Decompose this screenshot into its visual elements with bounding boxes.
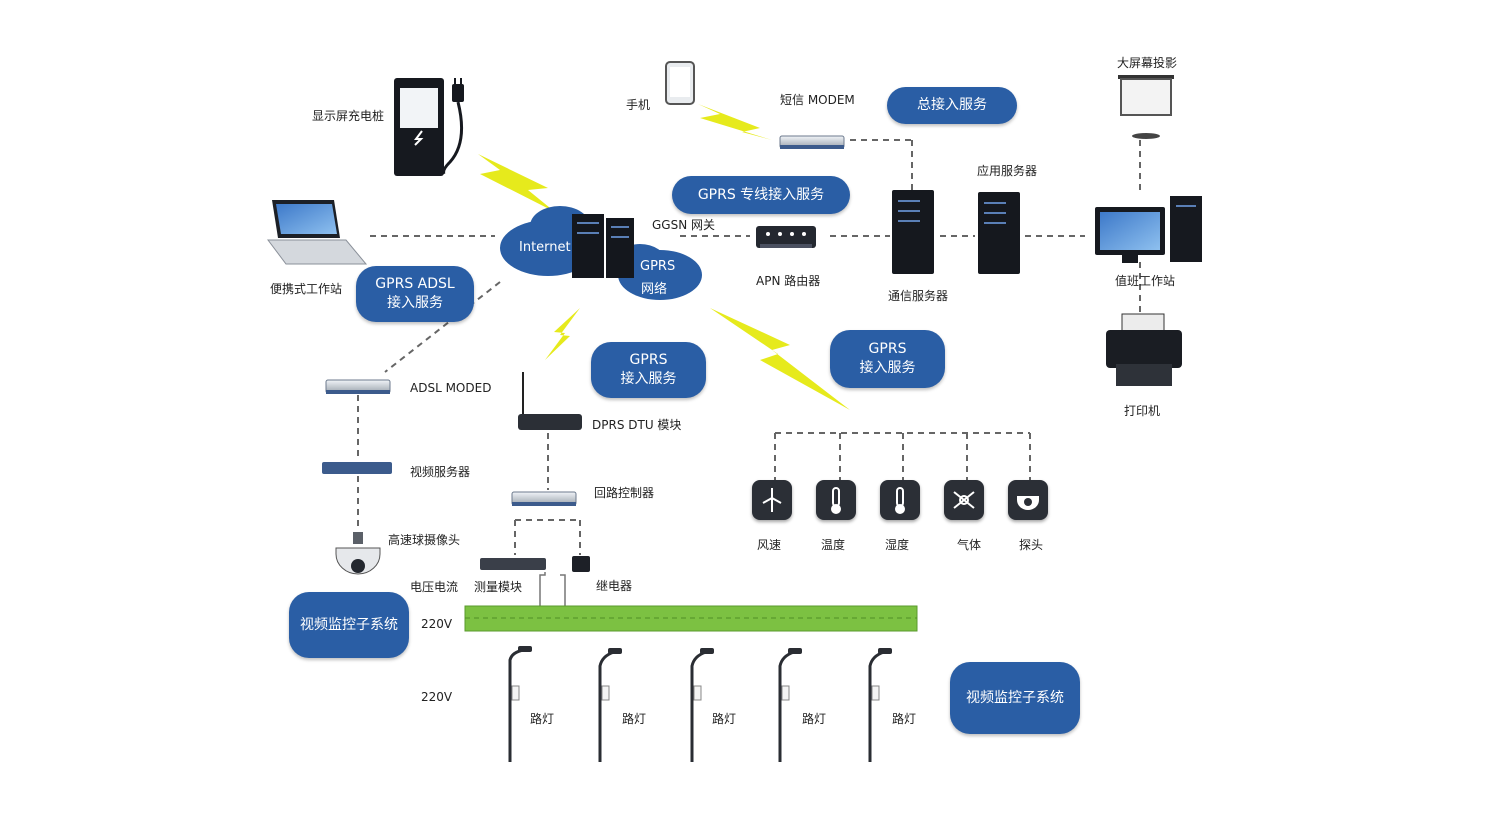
printer-device (1106, 313, 1182, 386)
sensor-label: 温度 (821, 538, 846, 552)
gprs-cloud-label-line2: 网络 (641, 282, 668, 297)
video-server-device (322, 462, 392, 474)
relay-device (572, 556, 590, 572)
apn-router-device (756, 226, 816, 248)
bubble-gprs-dedicated-access: GPRS 专线接入服务 (672, 176, 850, 214)
projector-label: 大屏幕投影 (1117, 56, 1178, 70)
streetlight-label: 路灯 (712, 712, 737, 726)
network-cloud (500, 206, 702, 300)
charging-pile-label: 显示屏充电桩 (312, 109, 385, 123)
duty-workstation-device (1095, 196, 1202, 263)
application-server-device (978, 192, 1020, 274)
ggsn-label: GGSN 网关 (652, 218, 716, 232)
bubble-text: GPRS (868, 341, 907, 357)
bubble-gprs-access-right: GPRS 接入服务 (830, 330, 945, 388)
bubble-text: 接入服务 (620, 371, 677, 387)
bubble-gprs-access-middle: GPRS 接入服务 (591, 342, 706, 398)
comm-server-label: 通信服务器 (888, 289, 949, 303)
gprs-cloud-label-line1: GPRS (640, 259, 676, 274)
app-server-label: 应用服务器 (977, 164, 1038, 178)
phone-label: 手机 (626, 98, 651, 112)
dome-camera-device (335, 532, 381, 575)
relay-label: 继电器 (596, 579, 633, 593)
voltage-220-label-lights: 220V (421, 690, 453, 704)
wind-turbine-icon (752, 480, 792, 520)
bubble-text: 接入服务 (859, 360, 916, 376)
printer-label: 打印机 (1124, 404, 1161, 418)
thermometer-icon (880, 480, 920, 520)
bubble-text: GPRS (629, 352, 668, 368)
bubble-text: 视频监控子系统 (300, 616, 398, 633)
projector-screen-device (1118, 75, 1174, 139)
bubble-text: 总接入服务 (917, 97, 987, 113)
sensor-label: 气体 (957, 538, 982, 552)
bubble-text: GPRS ADSL (375, 276, 455, 292)
bubble-video-monitoring-right: 视频监控子系统 (950, 662, 1080, 734)
sensor-label: 湿度 (885, 538, 910, 552)
sensor-label: 风速 (757, 538, 782, 552)
bubble-gprs-adsl-access: GPRS ADSL 接入服务 (356, 266, 474, 322)
mobile-phone-device (665, 61, 695, 105)
streetlight-label: 路灯 (530, 712, 555, 726)
connection-lines (357, 139, 1141, 555)
bubble-text: GPRS 专线接入服务 (697, 186, 825, 203)
streetlight-label: 路灯 (892, 712, 917, 726)
duty-workstation-label: 值班工作站 (1115, 274, 1176, 288)
streetlight-label: 路灯 (802, 712, 827, 726)
measure-module-label: 测量模块 (474, 580, 523, 594)
video-server-label: 视频服务器 (410, 465, 471, 479)
bubble-text: 接入服务 (387, 295, 443, 311)
bubble-video-monitoring-left: 视频监控子系统 (289, 592, 409, 658)
bubble-total-access-service: 总接入服务 (887, 87, 1017, 124)
communication-server-device (892, 190, 934, 274)
thermometer-icon (816, 480, 856, 520)
loop-controller-label: 回路控制器 (594, 486, 655, 500)
apn-router-label: APN 路由器 (756, 274, 821, 288)
measurement-module-device (480, 558, 546, 570)
streetlights-group (508, 648, 885, 762)
dtu-label: DPRS DTU 模块 (592, 418, 682, 432)
gas-icon (944, 480, 984, 520)
bubble-text: 视频监控子系统 (966, 689, 1064, 706)
sensor-label: 探头 (1019, 538, 1044, 552)
dtu-module-device (518, 372, 582, 430)
wireless-link-bolts (478, 104, 850, 410)
streetlight-label: 路灯 (622, 712, 647, 726)
laptop-device (267, 200, 368, 265)
camera-dome-icon (1008, 480, 1048, 520)
adsl-modem-label: ADSL MODED (410, 381, 492, 395)
sms-modem-label: 短信 MODEM (780, 93, 855, 107)
voltage-current-label: 电压电流 (410, 580, 459, 594)
internet-label: Internet (519, 240, 571, 255)
charging-pile-device (394, 78, 464, 176)
dome-camera-label: 高速球摄像头 (388, 533, 461, 547)
laptop-label: 便携式工作站 (270, 282, 343, 296)
voltage-220-label-bus: 220V (421, 617, 453, 631)
